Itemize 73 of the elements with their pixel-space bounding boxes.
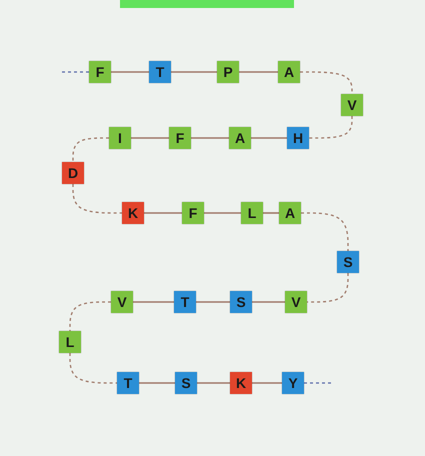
residue-letter: P: [223, 65, 233, 79]
residue-box: [230, 372, 252, 394]
residue-box: [62, 162, 84, 184]
residue-letter: K: [128, 206, 138, 220]
residue-letter: L: [248, 206, 256, 220]
residue-letter: L: [66, 335, 74, 349]
connector-line: [263, 212, 279, 214]
residue-box: [279, 202, 301, 224]
residue-letter: F: [96, 65, 104, 79]
connector-line: [131, 137, 169, 139]
residue-letter: V: [117, 295, 127, 309]
dashed-connector: [72, 184, 122, 214]
residue-letter: T: [156, 65, 164, 79]
residue-box: [241, 202, 263, 224]
connector-line: [197, 382, 230, 384]
connector-line: [139, 382, 175, 384]
connector-line: [196, 301, 230, 303]
residue-letter: S: [236, 295, 246, 309]
residue-letter: V: [347, 98, 357, 112]
dashed-connector: [72, 137, 109, 162]
residue-box: [217, 61, 239, 83]
residue-box: [169, 127, 191, 149]
residue-box: [229, 127, 251, 149]
residue-box: [175, 372, 197, 394]
residue-box: [341, 94, 363, 116]
connector-line: [204, 212, 241, 214]
connector-line: [191, 137, 229, 139]
residue-letter: Y: [288, 376, 298, 390]
residue-letter: F: [176, 131, 184, 145]
residue-letter: A: [234, 131, 246, 145]
residue-box: [337, 251, 359, 273]
residue-box: [282, 372, 304, 394]
connector-line: [252, 301, 285, 303]
residue-box: [109, 127, 131, 149]
residue-letter: D: [68, 166, 78, 180]
connector-line: [171, 71, 217, 73]
connector-line: [133, 301, 174, 303]
dashed-connector: [69, 353, 117, 384]
dashed-connector: [59, 71, 89, 73]
residue-letter: S: [343, 255, 353, 269]
connector-line: [144, 212, 182, 214]
residue-box: [278, 61, 300, 83]
residue-box: [285, 291, 307, 313]
dashed-connector: [309, 116, 353, 139]
residue-letter: A: [284, 65, 294, 79]
dashed-connector: [301, 212, 349, 251]
residue-letter: V: [291, 295, 301, 309]
residue-letter: I: [118, 131, 122, 145]
residue-box: [230, 291, 252, 313]
connector-line: [251, 137, 287, 139]
connector-line: [239, 71, 278, 73]
residue-box: [122, 202, 144, 224]
dashed-connector: [300, 71, 353, 94]
residue-box: [182, 202, 204, 224]
dashed-connector: [307, 273, 349, 303]
residue-box: [111, 291, 133, 313]
residue-box: [117, 372, 139, 394]
residue-letter: F: [188, 206, 198, 220]
residue-letter: T: [124, 376, 132, 390]
residue-box: [149, 61, 171, 83]
dashed-connector: [69, 301, 111, 331]
residue-box: [174, 291, 196, 313]
residue-letter: S: [181, 376, 191, 390]
residue-box: [287, 127, 309, 149]
residue-letter: K: [236, 376, 246, 390]
residue-letter: T: [180, 295, 190, 309]
connector-line: [111, 71, 149, 73]
residue-box: [89, 61, 111, 83]
residue-letter: H: [292, 131, 304, 145]
residue-box: [59, 331, 81, 353]
connector-line: [252, 382, 282, 384]
residue-letter: A: [284, 206, 296, 220]
dashed-connector: [304, 382, 334, 384]
